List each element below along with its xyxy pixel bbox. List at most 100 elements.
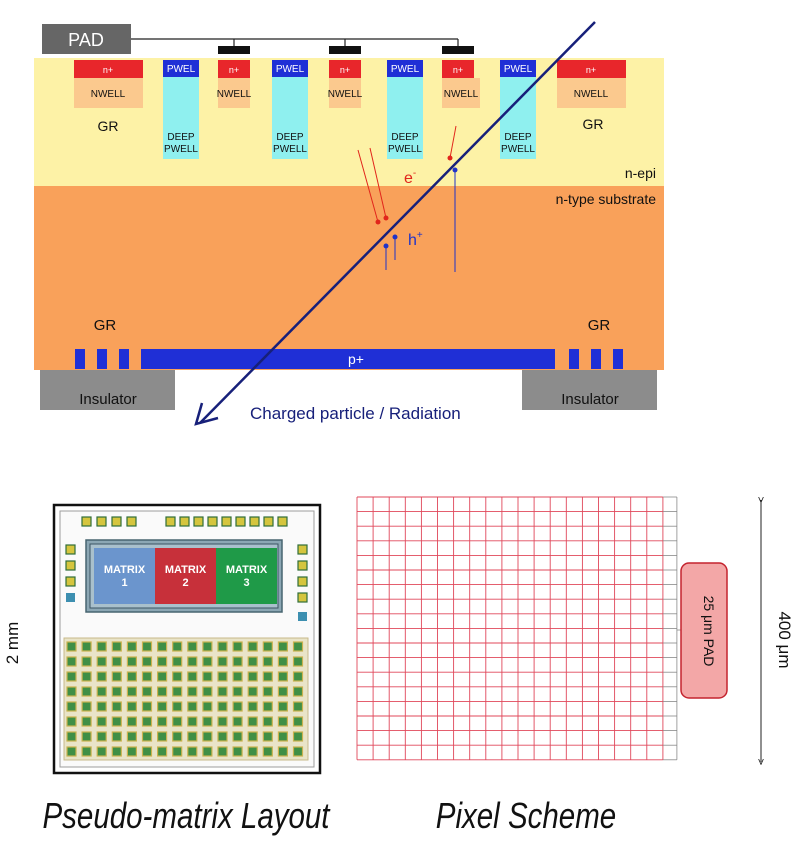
deep-pwell-1-line1: DEEP xyxy=(167,132,195,143)
io-pad-left-2 xyxy=(65,560,76,571)
test-pixel xyxy=(217,671,228,682)
test-pixel xyxy=(126,656,138,667)
test-pixel xyxy=(292,746,304,757)
test-pixel xyxy=(157,701,168,712)
gr-right-nwell-label: NWELL xyxy=(574,89,609,100)
electron-drift-lines xyxy=(357,125,457,223)
test-pixel xyxy=(157,671,168,682)
pad-label: PAD xyxy=(68,30,104,50)
test-pixel xyxy=(81,731,92,742)
electron-symbol: e xyxy=(404,170,413,187)
substrate-layer xyxy=(34,186,664,370)
test-pixel xyxy=(111,686,122,697)
test-pixel xyxy=(81,656,92,667)
test-pixel xyxy=(292,716,304,727)
pad-box xyxy=(42,24,131,54)
insulator-right xyxy=(522,370,657,410)
test-pixel xyxy=(172,746,183,757)
test-pixel xyxy=(66,746,77,757)
layout-size-label: 2 mm xyxy=(3,622,22,665)
layout-caption: Pseudo-matrix Layout xyxy=(42,795,331,835)
pad-wire xyxy=(131,38,459,46)
test-pixel xyxy=(157,641,168,652)
test-pixel xyxy=(111,656,122,667)
io-pad-top-right-7 xyxy=(249,516,260,527)
test-pixel xyxy=(157,731,168,742)
backside-gr-left xyxy=(75,349,129,369)
pixel-2-n-plus-label: n+ xyxy=(340,65,350,75)
pwel-4: PWEL DEEP PWELL xyxy=(500,60,536,159)
particle-label: Charged particle / Radiation xyxy=(250,404,461,423)
test-pixel xyxy=(96,671,107,682)
pwel-2: PWEL DEEP PWELL xyxy=(272,60,308,159)
test-pixel xyxy=(247,641,258,652)
matrix-3 xyxy=(216,548,277,604)
test-pixel xyxy=(111,731,122,742)
test-pixel xyxy=(277,716,288,727)
test-pixel xyxy=(172,701,183,712)
test-pixel xyxy=(232,716,243,727)
test-pixel xyxy=(247,716,258,727)
test-pixel xyxy=(141,686,153,697)
test-pixel xyxy=(172,731,183,742)
contact-3 xyxy=(442,46,474,54)
test-pixel xyxy=(66,731,77,742)
gr-left-label: GR xyxy=(98,118,119,134)
io-pad-top-right-8 xyxy=(263,516,274,527)
test-pixel xyxy=(96,731,107,742)
test-pixel xyxy=(202,731,213,742)
pwel-3-label: PWEL xyxy=(391,64,420,75)
test-pixel xyxy=(262,671,273,682)
pixel-implant-2: n+ NWELL xyxy=(328,60,363,108)
test-pixel xyxy=(96,656,107,667)
pixel-2-nwell-label: NWELL xyxy=(328,89,363,100)
test-pixel xyxy=(217,746,228,757)
io-pad-left-3 xyxy=(65,576,76,587)
io-pad-top-right-1 xyxy=(165,516,176,527)
test-pixel xyxy=(202,656,213,667)
test-pixel xyxy=(66,671,77,682)
io-pad-top-left-2 xyxy=(96,516,107,527)
p-plus-layer xyxy=(141,349,555,369)
test-pixel xyxy=(217,716,228,727)
io-pad-right-1 xyxy=(297,544,308,555)
test-pixel xyxy=(217,641,228,652)
test-pixel xyxy=(232,671,243,682)
pwel-2-label: PWEL xyxy=(276,64,305,75)
pwel-3: PWEL DEEP PWELL xyxy=(387,60,423,159)
test-pixel xyxy=(262,731,273,742)
test-pixel xyxy=(232,641,243,652)
matrix-1 xyxy=(94,548,155,604)
test-pixel xyxy=(292,701,304,712)
gr-right-n-plus xyxy=(557,60,626,78)
test-pixel xyxy=(187,641,198,652)
test-pixel xyxy=(96,686,107,697)
io-pad-left-special xyxy=(66,593,75,602)
test-pixel xyxy=(66,716,77,727)
io-pad-top-left-1 xyxy=(81,516,92,527)
test-pixel xyxy=(232,656,243,667)
pixel-pad xyxy=(680,562,728,699)
test-pixel xyxy=(172,716,183,727)
io-pad-left-1 xyxy=(65,544,76,555)
deep-pwell-4-line1: DEEP xyxy=(504,132,532,143)
test-pixel xyxy=(141,671,153,682)
pixel-size-label: 400 μm xyxy=(775,611,794,668)
test-pixel xyxy=(292,656,304,667)
test-pixel xyxy=(262,656,273,667)
holes xyxy=(383,167,458,249)
test-pixel xyxy=(187,731,198,742)
test-pixel xyxy=(277,656,288,667)
test-pixel xyxy=(111,671,122,682)
matrix-2 xyxy=(155,548,216,604)
test-pixel xyxy=(202,671,213,682)
pixel-1-n-plus-label: n+ xyxy=(229,65,239,75)
test-pixel xyxy=(187,656,198,667)
insulator-left xyxy=(40,370,175,410)
io-pad-top-right-3 xyxy=(193,516,204,527)
test-pixel xyxy=(292,686,304,697)
test-pixel xyxy=(202,686,213,697)
